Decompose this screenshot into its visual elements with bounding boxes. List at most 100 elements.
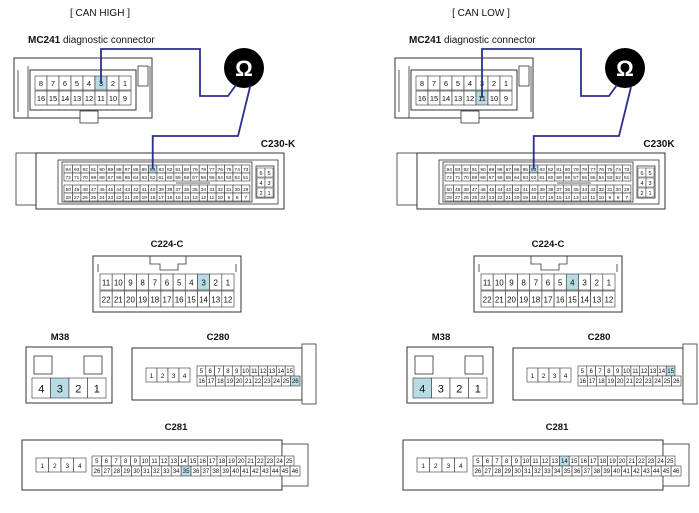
diag-pin: 8 bbox=[39, 79, 43, 88]
c280-pin: 17 bbox=[208, 379, 215, 385]
ecu-pin: 89 bbox=[108, 167, 114, 173]
ecu-pin: 52 bbox=[616, 175, 622, 181]
ecu-pin: 28 bbox=[66, 195, 72, 201]
c281-pin: 13 bbox=[551, 459, 558, 465]
ecu-pin: 47 bbox=[91, 187, 97, 193]
c280-end bbox=[682, 343, 698, 405]
ecu-small-pin: 5 bbox=[648, 171, 651, 177]
c280-pin: 20 bbox=[617, 379, 624, 385]
ecu-pin: 11 bbox=[209, 195, 214, 201]
c280-pin: 1 bbox=[150, 373, 154, 380]
ecu-pin: 14 bbox=[184, 195, 190, 201]
ecu-pin: 56 bbox=[582, 175, 588, 181]
ecu-small-pin: 3 bbox=[267, 181, 270, 187]
c280-pin: 1 bbox=[531, 373, 535, 380]
c224-pin: 9 bbox=[128, 279, 133, 288]
ecu-pin: 91 bbox=[472, 167, 478, 173]
c224-pin-cell bbox=[221, 290, 235, 308]
c281-pin: 30 bbox=[133, 469, 140, 475]
ecu-pin: 83 bbox=[540, 167, 546, 173]
c281-pin: 14 bbox=[561, 459, 568, 465]
ecu-pin: 92 bbox=[82, 167, 88, 173]
c280-pin: 24 bbox=[273, 379, 280, 385]
c281-pin: 31 bbox=[524, 469, 531, 475]
ohm-icon: Ω bbox=[235, 56, 253, 81]
ecu-pin: 84 bbox=[531, 167, 537, 173]
ecu-pin: 85 bbox=[142, 167, 148, 173]
ecu-pin: 31 bbox=[226, 187, 232, 193]
c280-pin: 11 bbox=[632, 369, 639, 375]
c281-pin: 10 bbox=[523, 459, 530, 465]
m38-pin: 4 bbox=[38, 383, 44, 395]
c224-pin: 19 bbox=[138, 296, 147, 305]
ecu-small-pin: 2 bbox=[259, 191, 262, 197]
ohmmeter-body bbox=[605, 48, 645, 88]
c224-pin: 9 bbox=[509, 279, 514, 288]
ecu-pin: 34 bbox=[201, 187, 207, 193]
c281-pin: 35 bbox=[564, 469, 571, 475]
c280-pin: 23 bbox=[264, 379, 271, 385]
diag-pin: 11 bbox=[478, 94, 486, 103]
ecu-pin: 90 bbox=[99, 167, 105, 173]
c281-pin: 34 bbox=[554, 469, 561, 475]
ecu-pin: 55 bbox=[590, 175, 596, 181]
ecu-pin: 66 bbox=[497, 175, 503, 181]
diag-pin: 8 bbox=[420, 79, 424, 88]
c281-pin: 29 bbox=[123, 469, 130, 475]
ecu-pin: 63 bbox=[523, 175, 529, 181]
c281-pin: 10 bbox=[142, 459, 149, 465]
c281-pin: 35 bbox=[183, 469, 190, 475]
ecu-pin: 68 bbox=[99, 175, 105, 181]
c224-label: C224-C bbox=[532, 239, 565, 250]
c280-pin-cell bbox=[178, 367, 191, 383]
c224-pin-cell bbox=[602, 290, 616, 308]
c281-pin: 24 bbox=[657, 459, 664, 465]
diag-latch bbox=[518, 65, 530, 87]
ecu-pin: 93 bbox=[455, 167, 461, 173]
ecu-pin: 73 bbox=[243, 167, 249, 173]
ecu-pin: 54 bbox=[218, 175, 224, 181]
c280-pin: 22 bbox=[255, 379, 262, 385]
m38-latch bbox=[464, 355, 484, 375]
c281-pin: 5 bbox=[95, 459, 99, 465]
ecu-pin: 54 bbox=[599, 175, 605, 181]
ecu-pin-cell bbox=[622, 192, 632, 202]
c224-key bbox=[149, 256, 187, 271]
ecu-pin: 87 bbox=[125, 167, 131, 173]
c281-pin: 2 bbox=[53, 463, 57, 470]
ecu-pin: 87 bbox=[506, 167, 512, 173]
ecu-pin: 45 bbox=[489, 187, 495, 193]
c280-pin: 16 bbox=[579, 379, 586, 385]
ecu-pin: 12 bbox=[582, 195, 588, 201]
c280-pin: 9 bbox=[616, 369, 620, 375]
ecu-pin: 51 bbox=[243, 175, 249, 181]
ecu-small-pin-cell bbox=[645, 167, 655, 178]
diag-pin: 6 bbox=[444, 79, 448, 88]
c280-pin: 2 bbox=[542, 373, 546, 380]
ecu-ear bbox=[396, 152, 418, 206]
ecu-pin: 79 bbox=[573, 167, 579, 173]
ecu-pin: 44 bbox=[497, 187, 503, 193]
c280-pin: 14 bbox=[277, 369, 284, 375]
c281-label: C281 bbox=[546, 422, 569, 433]
c281-pin: 15 bbox=[190, 459, 197, 465]
diag-pin: 6 bbox=[63, 79, 67, 88]
ecu-pin: 40 bbox=[531, 187, 537, 193]
c281-pin: 41 bbox=[623, 469, 630, 475]
c280-pin: 10 bbox=[623, 369, 630, 375]
ecu-pin: 32 bbox=[599, 187, 605, 193]
c224-pin: 19 bbox=[519, 296, 528, 305]
m38-label: M38 bbox=[51, 332, 69, 343]
diag-pin-cell bbox=[499, 75, 513, 91]
ecu-pin: 71 bbox=[74, 175, 80, 181]
c281-pin: 33 bbox=[544, 469, 551, 475]
c280-pin-cell bbox=[290, 375, 301, 387]
c224-pin: 10 bbox=[114, 279, 123, 288]
c281-pin: 36 bbox=[574, 469, 581, 475]
c280-pin: 13 bbox=[650, 369, 657, 375]
diag-pin: 15 bbox=[430, 94, 438, 103]
ecu-small-pin: 3 bbox=[648, 181, 651, 187]
ecu-pin: 59 bbox=[556, 175, 562, 181]
